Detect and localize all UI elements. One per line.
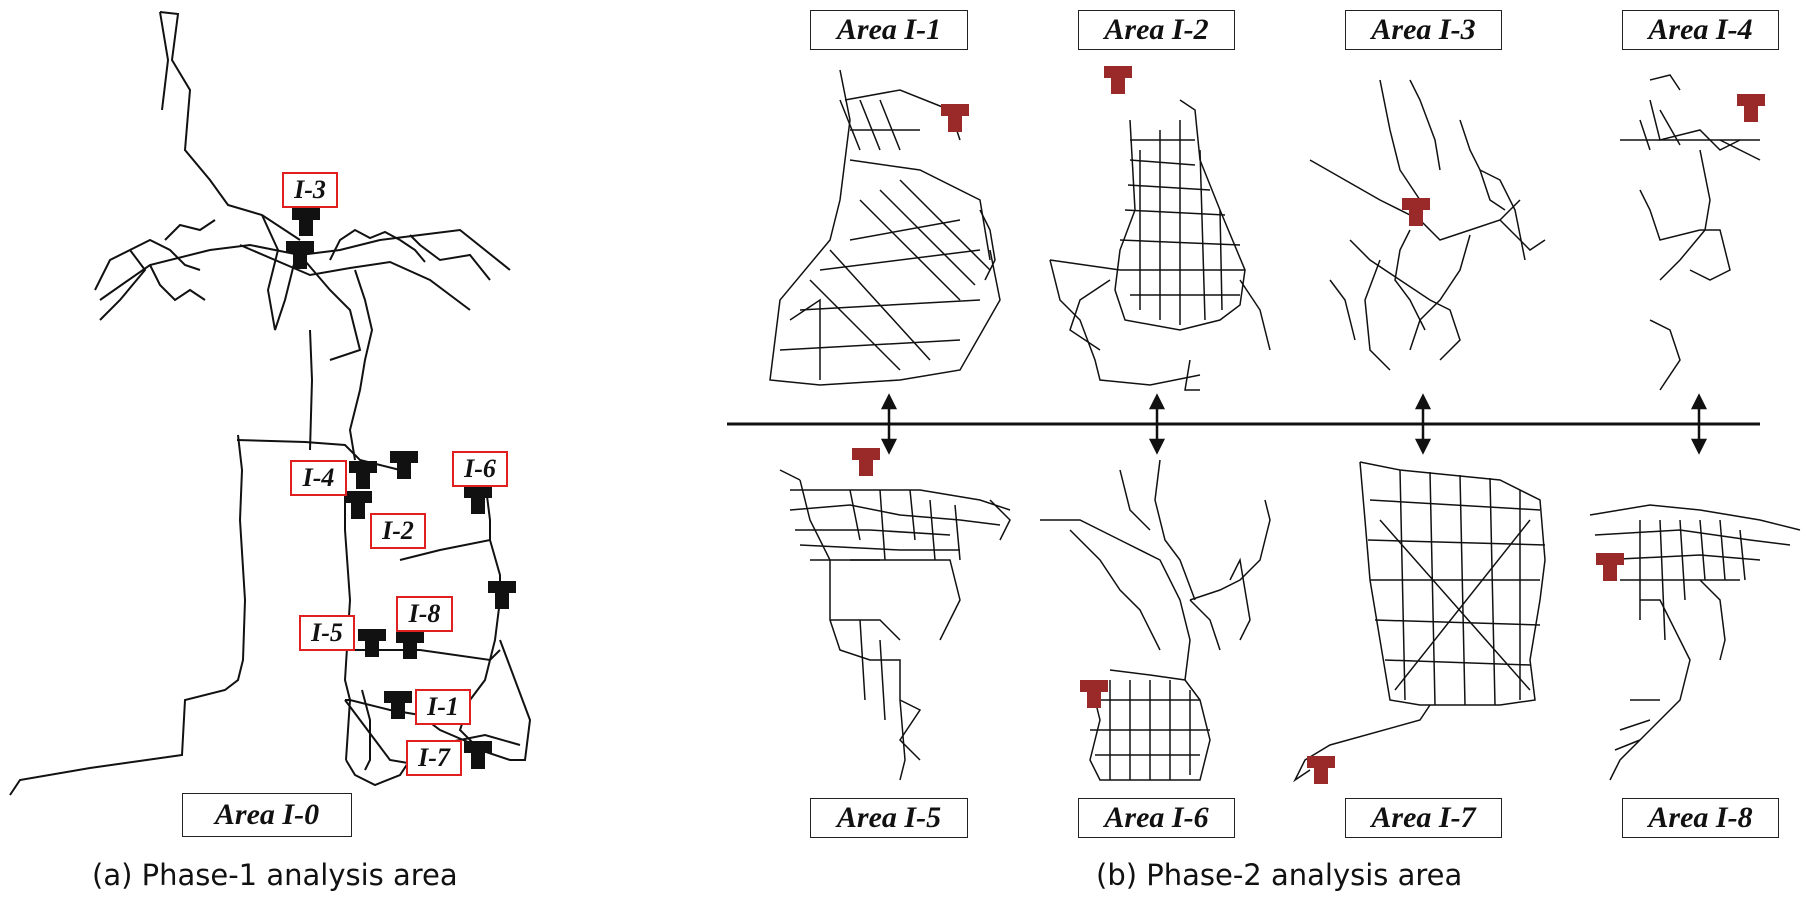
water-tank-icon [349,461,377,489]
water-tank-icon [344,491,372,519]
tag-i-1: I-1 [415,689,471,725]
water-tank-icon [390,451,418,479]
area-i-2-title: Area I-2 [1078,10,1235,50]
water-tank-icon [1737,94,1765,122]
area-i-6-title: Area I-6 [1078,798,1235,838]
caption-phase1: (a) Phase-1 analysis area [92,858,458,892]
double-arrow-icon [1414,393,1432,455]
area-i-1-title: Area I-1 [810,10,968,50]
double-arrow-icon [1690,393,1708,455]
water-tank-icon [292,208,320,236]
area-i-0-title: Area I-0 [182,793,352,837]
area-i-5-title: Area I-5 [810,798,968,838]
water-tank-icon [358,629,386,657]
water-tank-icon [1307,756,1335,784]
tag-i-8: I-8 [396,596,453,632]
tag-i-4: I-4 [290,460,347,496]
water-tank-icon [1104,66,1132,94]
tag-i-3: I-3 [282,172,338,208]
area-i-8-title: Area I-8 [1622,798,1779,838]
tag-i-2: I-2 [370,513,426,549]
map-area-i-7 [1293,461,1546,783]
tag-i-5: I-5 [299,615,355,651]
map-area-i-6 [1040,459,1271,781]
tag-i-7: I-7 [406,740,462,776]
water-tank-icon [852,448,880,476]
water-tank-icon [464,741,492,769]
water-tank-icon [1596,553,1624,581]
caption-phase2: (b) Phase-2 analysis area [1096,858,1463,892]
water-tank-icon [286,241,314,269]
area-i-4-title: Area I-4 [1622,10,1779,50]
map-area-i-4 [1620,74,1761,391]
double-arrow-icon [1148,393,1166,455]
double-arrows [880,393,1708,455]
double-arrow-icon [880,393,898,455]
water-tank-icon [1080,680,1108,708]
map-area-i-1 [769,69,1001,386]
water-tank-icon [488,581,516,609]
tag-i-6: I-6 [452,451,508,487]
map-area-i-2 [1049,99,1271,391]
area-i-7-title: Area I-7 [1345,798,1502,838]
map-area-i-3 [1309,79,1546,371]
water-tank-icon [941,104,969,132]
water-tank-icon [396,631,424,659]
water-tank-icon [384,691,412,719]
map-area-i-8 [1589,504,1801,781]
map-area-i-5 [779,469,1011,781]
water-tank-icon [1402,198,1430,226]
area-i-3-title: Area I-3 [1345,10,1502,50]
phase1-network [9,11,532,796]
